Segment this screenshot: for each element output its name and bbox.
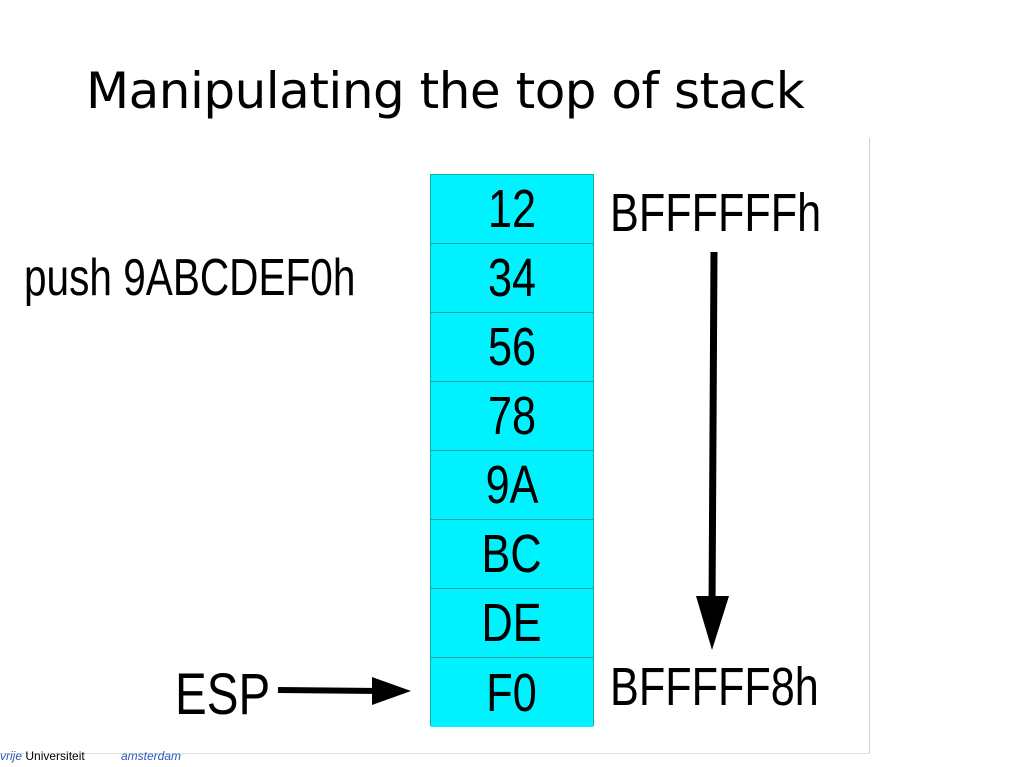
stack-cell: 56 (431, 313, 593, 382)
brand-name: Universiteit (25, 749, 85, 763)
address-direction-arrow (696, 251, 729, 650)
push-instruction-label: push 9ABCDEF0h (24, 249, 356, 307)
diagram-frame-bottom (0, 753, 870, 754)
slide-title: Manipulating the top of stack (86, 62, 805, 120)
stack-cell-value: BC (481, 524, 542, 584)
stack-cell-value: DE (481, 593, 542, 653)
brand-prefix: vrije (0, 749, 23, 763)
footer-brand: vrije Universiteit amsterdam (0, 749, 181, 763)
stack-cell-value: 56 (487, 317, 537, 377)
address-top-label: BFFFFFFh (610, 183, 822, 243)
esp-label: ESP (175, 662, 271, 727)
stack-cell: 34 (431, 244, 593, 313)
stack-cell: 78 (431, 382, 593, 451)
stack-column: 12 34 56 78 9A BC DE F0 (430, 174, 594, 727)
stack-cell-value: 9A (485, 455, 539, 515)
stack-cell-value: 78 (487, 386, 537, 446)
stack-cell-value: 12 (487, 179, 537, 239)
stack-cell: 12 (431, 175, 593, 244)
stack-cell-value: 34 (487, 248, 537, 308)
diagram-frame-edge (869, 138, 870, 754)
stack-cell: F0 (431, 658, 593, 727)
stack-cell: BC (431, 520, 593, 589)
stack-cell: DE (431, 589, 593, 658)
brand-city: amsterdam (121, 749, 182, 763)
esp-pointer-arrow (277, 677, 411, 705)
stack-cell-value: F0 (486, 662, 538, 723)
address-bottom-label: BFFFFF8h (610, 657, 819, 717)
stack-cell: 9A (431, 451, 593, 520)
